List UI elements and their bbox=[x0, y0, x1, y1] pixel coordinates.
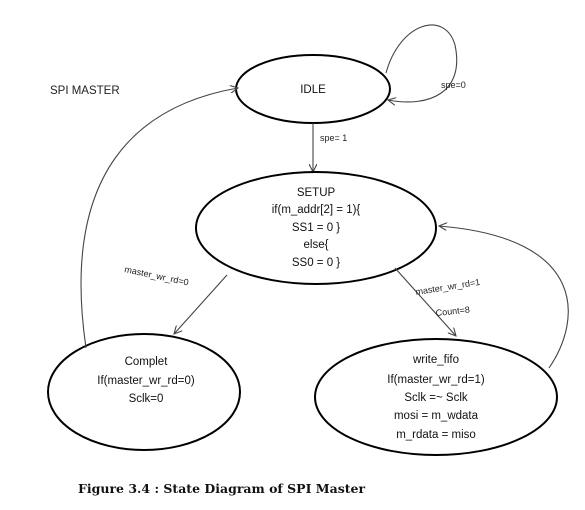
transition-complet-to-idle bbox=[80, 88, 238, 349]
figure-caption: Figure 3.4 : State Diagram of SPI Master bbox=[78, 481, 365, 496]
state-setup-line-3: else{ bbox=[304, 239, 329, 251]
transition-idle-to-setup-label: spe= 1 bbox=[320, 133, 347, 143]
state-setup-name: SETUP bbox=[297, 187, 336, 199]
transition-idle-self-label: spe=0 bbox=[441, 80, 466, 90]
state-complet-line-2: Sclk=0 bbox=[129, 393, 164, 405]
state-setup: SETUP if(m_addr[2] = 1){ SS1 = 0 } else{… bbox=[195, 171, 437, 285]
transition-setup-to-write-fifo-count: Count=8 bbox=[435, 304, 470, 318]
state-write-fifo-line-3: mosi = m_wdata bbox=[394, 410, 479, 422]
transition-setup-to-write-fifo bbox=[394, 267, 456, 336]
state-write-fifo-name: write_fifo bbox=[412, 354, 459, 366]
transition-setup-to-complet-label: master_wr_rd=0 bbox=[124, 264, 190, 287]
diagram-title: SPI MASTER bbox=[50, 85, 120, 97]
state-complet-name: Complet bbox=[125, 356, 169, 368]
transition-write-fifo-to-setup bbox=[439, 226, 569, 369]
transition-setup-to-complet bbox=[174, 274, 228, 334]
state-setup-line-1: if(m_addr[2] = 1){ bbox=[272, 204, 361, 216]
state-complet: Complet If(master_wr_rd=0) Sclk=0 bbox=[47, 333, 241, 451]
transition-setup-to-write-fifo-label: master_wr_rd=1 bbox=[415, 277, 481, 297]
transition-idle-self-loop bbox=[385, 24, 458, 102]
state-write-fifo-line-4: m_rdata = miso bbox=[396, 429, 476, 441]
state-write-fifo-line-1: If(master_wr_rd=1) bbox=[387, 374, 485, 386]
state-write-fifo-line-2: Sclk =~ Sclk bbox=[404, 392, 468, 404]
state-idle: IDLE bbox=[235, 54, 391, 124]
state-complet-line-1: If(master_wr_rd=0) bbox=[97, 375, 195, 387]
state-setup-line-2: SS1 = 0 } bbox=[292, 222, 340, 234]
state-idle-label: IDLE bbox=[300, 84, 326, 96]
state-write-fifo: write_fifo If(master_wr_rd=1) Sclk =~ Sc… bbox=[314, 338, 558, 456]
state-setup-line-4: SS0 = 0 } bbox=[292, 257, 340, 269]
